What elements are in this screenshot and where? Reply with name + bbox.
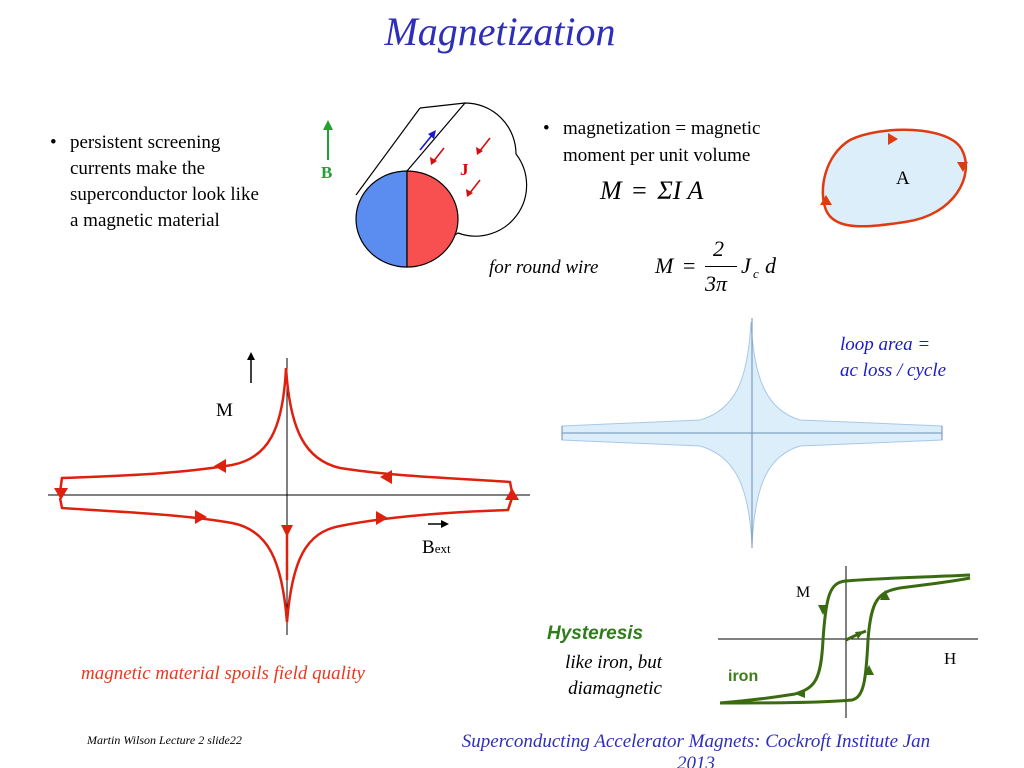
b-field-arrowhead xyxy=(323,120,333,130)
hyst-arrowhead xyxy=(795,690,805,698)
loop-label: A xyxy=(896,168,910,189)
loop-note: loop area = ac loss / cycle xyxy=(840,332,946,384)
cylinder-edge-top xyxy=(419,102,466,109)
bext-sub: ext xyxy=(434,541,451,556)
footer-right: Superconducting Accelerator Magnets: Coc… xyxy=(398,731,994,768)
curve-arrowhead xyxy=(380,470,392,484)
curve-arrowhead xyxy=(376,511,388,525)
bext-main: B xyxy=(422,537,435,558)
left-bullet-line: currents make the xyxy=(70,158,206,179)
current-arrow-red xyxy=(478,137,491,153)
m-axis-label: M xyxy=(216,400,233,421)
left-bullet: • persistent screening currents make the… xyxy=(50,130,310,234)
cylinder-edge xyxy=(355,107,421,196)
curve-arrowhead xyxy=(281,525,293,537)
formula-denominator: 3π xyxy=(705,271,728,296)
formula-m: M xyxy=(600,176,622,205)
left-bullet-line: persistent screening xyxy=(70,132,221,153)
cylinder-face-blue xyxy=(355,170,408,268)
hyst-arrowhead xyxy=(864,665,874,675)
hysteresis-initial xyxy=(845,629,867,642)
loop-note-line: ac loss / cycle xyxy=(840,360,947,381)
formula-sub-c: c xyxy=(753,266,759,281)
curve-arrowhead xyxy=(214,459,226,473)
left-bullet-line: a magnetic material xyxy=(70,210,220,231)
bext-axis-label: Bext xyxy=(422,537,451,559)
current-arrow-red xyxy=(432,147,445,163)
curve-arrowhead xyxy=(195,510,207,524)
current-arrow-blue xyxy=(419,133,434,151)
round-wire-label: for round wire xyxy=(489,257,599,278)
footer-left: Martin Wilson Lecture 2 slide22 xyxy=(87,733,242,747)
formula-eq: = xyxy=(632,176,647,205)
cylinder-body xyxy=(406,102,528,267)
spoils-note: magnetic material spoils field quality xyxy=(81,663,365,684)
formula-j: J xyxy=(741,253,751,278)
hyst-m-label: M xyxy=(796,584,811,601)
loop-path xyxy=(821,128,968,228)
formula-round: M = 2 3π J c d xyxy=(655,236,795,298)
loop-arrowhead xyxy=(820,195,832,205)
bullet-dot: • xyxy=(543,118,550,139)
formula-sum: M = ΣI A xyxy=(600,176,703,206)
hyst-arrowhead xyxy=(880,590,890,600)
fraction-bar xyxy=(705,266,737,267)
footer-right-line: Superconducting Accelerator Magnets: Coc… xyxy=(461,731,931,752)
left-bullet-line: superconductor look like xyxy=(70,184,259,205)
current-arrow-red xyxy=(468,179,481,195)
loop-arrowhead xyxy=(957,162,968,172)
formula-eq: = xyxy=(683,253,696,278)
hyst-h-label: H xyxy=(944,649,957,668)
right-bullet-line: magnetization = magnetic xyxy=(563,118,761,139)
hyst-arrowhead xyxy=(818,605,828,615)
j-label: J xyxy=(460,160,469,179)
curve-arrowhead xyxy=(505,488,519,500)
hysteresis-sub: like iron, but diamagnetic xyxy=(546,650,662,702)
hysteresis-sub-line: diamagnetic xyxy=(568,678,662,699)
loop-arrowhead xyxy=(888,133,898,145)
formula-m: M xyxy=(655,253,674,278)
footer-right-line: 2013 xyxy=(677,753,715,768)
loop-note-line: loop area = xyxy=(840,334,931,355)
curve-arrowhead xyxy=(54,488,68,500)
lower-branch xyxy=(58,497,514,623)
hysteresis-title: Hysteresis xyxy=(547,623,644,644)
upper-branch xyxy=(58,367,514,493)
hyst-arrowhead xyxy=(855,631,864,639)
right-bullet: • magnetization = magnetic moment per un… xyxy=(543,115,813,169)
b-label: B xyxy=(321,163,333,182)
hysteresis-sub-line: like iron, but xyxy=(565,652,662,673)
formula-rhs: ΣI A xyxy=(657,176,704,205)
iron-label: iron xyxy=(728,668,759,685)
bullet-dot: • xyxy=(50,132,57,153)
formula-numerator: 2 xyxy=(713,236,724,261)
formula-d: d xyxy=(765,253,776,278)
cylinder-face-red xyxy=(406,170,459,268)
slide-title: Magnetization xyxy=(384,9,616,54)
right-bullet-line: moment per unit volume xyxy=(563,145,751,166)
